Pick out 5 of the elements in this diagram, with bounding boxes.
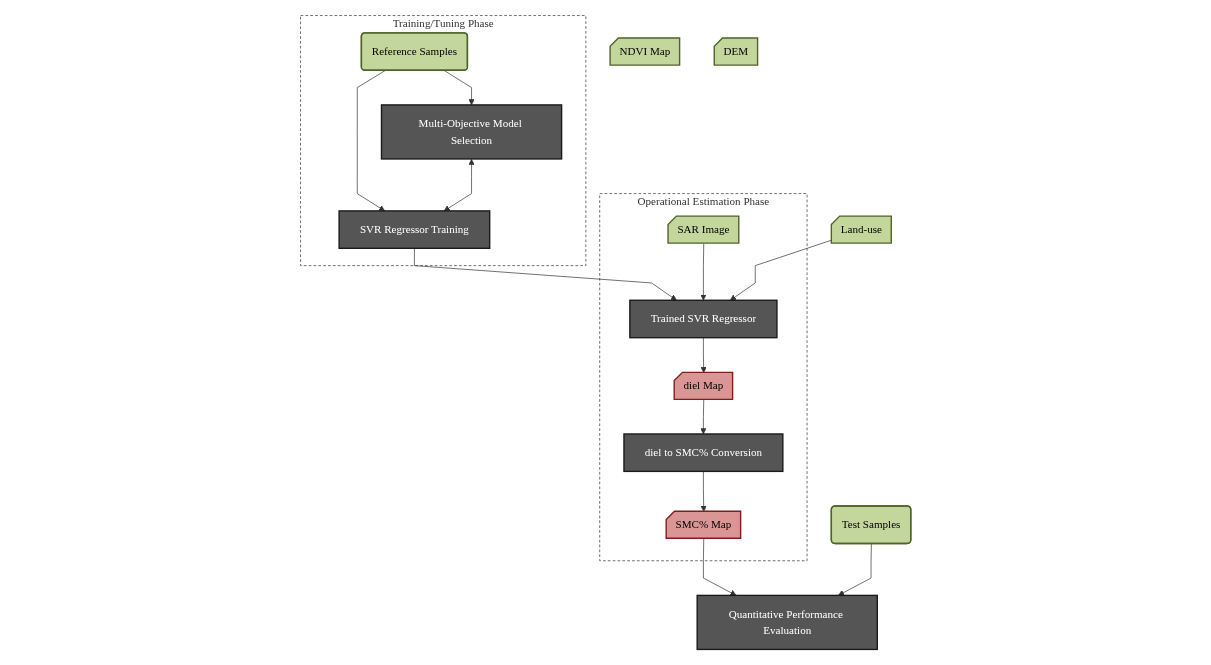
node-box: Multi-Objective Model Selection [380, 104, 563, 160]
node-box: Trained SVR Regressor [629, 299, 778, 339]
node-box: SVR Regressor Training [338, 210, 491, 250]
node-box: diel to SMC% Conversion [623, 433, 784, 473]
node-box: Quantitative Performance Evaluation [696, 594, 878, 651]
